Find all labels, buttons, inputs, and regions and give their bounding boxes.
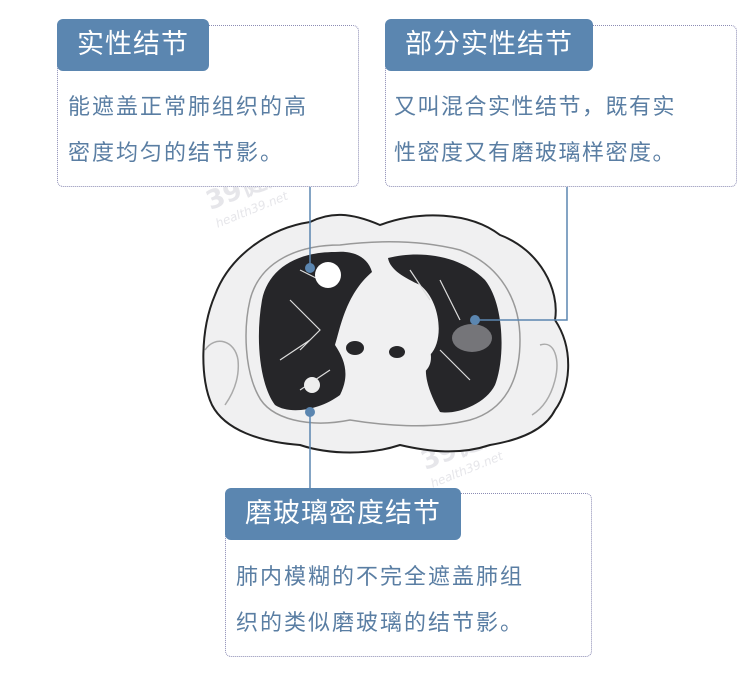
- marker-dots: [305, 263, 480, 417]
- part-solid-nodule-desc: 又叫混合实性结节，既有实 性密度又有磨玻璃样密度。: [394, 95, 677, 166]
- part-solid-nodule-title: 部分实性结节: [385, 19, 593, 71]
- ground-glass-nodule-title: 磨玻璃密度结节: [225, 488, 461, 540]
- solid-nodule: [315, 262, 341, 288]
- part-solid-nodule: [452, 324, 492, 352]
- ground-glass-nodule: [304, 377, 320, 393]
- solid-nodule-desc: 能遮盖正常肺组织的高 密度均匀的结节影。: [68, 95, 309, 166]
- solid-nodule-title: 实性结节: [57, 19, 209, 71]
- heart-mediastinum: [343, 272, 437, 381]
- connector-lines: [309, 185, 568, 493]
- ground-glass-nodule-desc: 肺内模糊的不完全遮盖肺组 织的类似磨玻璃的结节影。: [236, 565, 525, 636]
- lungs: [258, 251, 502, 413]
